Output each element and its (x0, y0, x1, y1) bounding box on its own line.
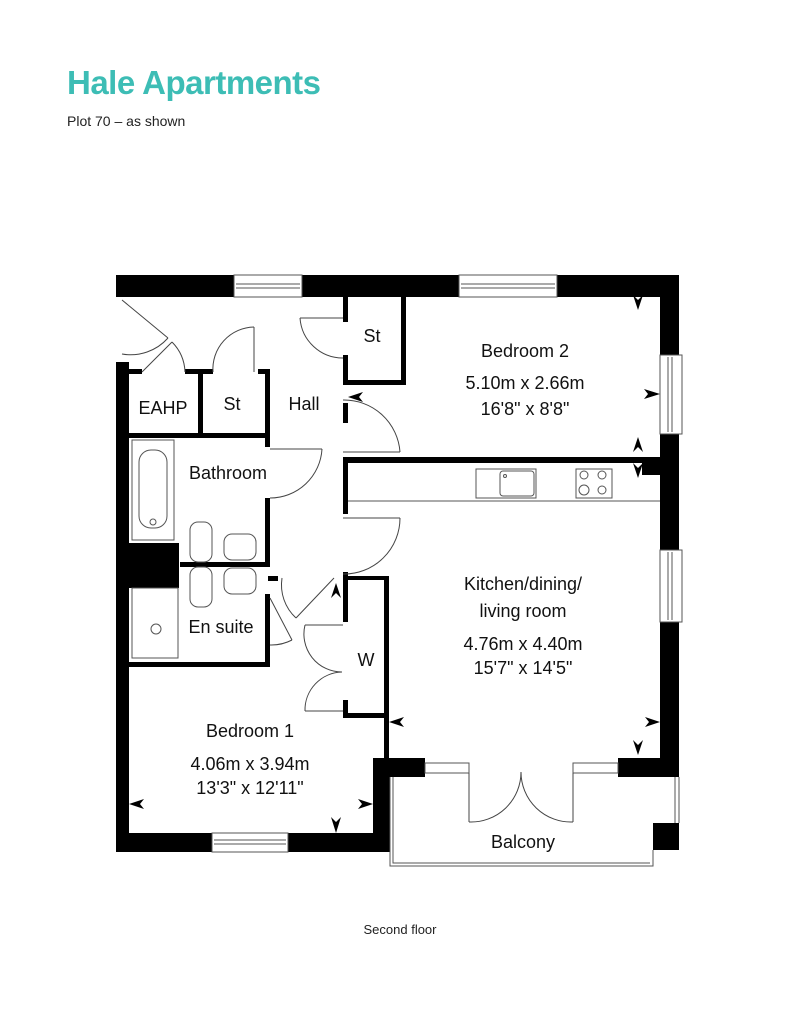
room-name-ensuite: En suite (188, 617, 253, 637)
room-size-imperial-bedroom-2: 16'8" x 8'8" (481, 399, 570, 419)
room-labels: Bedroom 2 5.10m x 2.66m 16'8" x 8'8" Kit… (138, 326, 584, 852)
room-size-imperial-bedroom-1: 13'3" x 12'11" (196, 778, 303, 798)
room-size-metric-bedroom-2: 5.10m x 2.66m (465, 373, 584, 393)
room-size-metric-kitchen: 4.76m x 4.40m (463, 634, 582, 654)
room-name-store-2: St (363, 326, 380, 346)
room-name-hall: Hall (288, 394, 319, 414)
kitchen-worktop (348, 468, 660, 502)
room-name-kitchen-line1: Kitchen/dining/ (464, 574, 582, 594)
room-size-metric-bedroom-1: 4.06m x 3.94m (190, 754, 309, 774)
floor-label: Second floor (363, 922, 437, 937)
room-name-kitchen-line2: living room (479, 601, 566, 621)
doors (121, 299, 574, 823)
sanitary-fixtures (131, 439, 257, 659)
room-size-imperial-kitchen: 15'7" x 14'5" (474, 658, 573, 678)
walls (116, 275, 679, 852)
room-name-bathroom: Bathroom (189, 463, 267, 483)
room-name-wardrobe: W (358, 650, 375, 670)
dimension-markers (129, 295, 660, 833)
room-name-balcony: Balcony (491, 832, 555, 852)
development-title: Hale Apartments (67, 64, 321, 101)
windows (211, 274, 683, 853)
room-name-bedroom-1: Bedroom 1 (206, 721, 294, 741)
room-name-store-1: St (223, 394, 240, 414)
balcony-outline (389, 777, 680, 867)
plot-subtitle: Plot 70 – as shown (67, 113, 186, 129)
room-name-eahp: EAHP (138, 398, 187, 418)
room-name-bedroom-2: Bedroom 2 (481, 341, 569, 361)
